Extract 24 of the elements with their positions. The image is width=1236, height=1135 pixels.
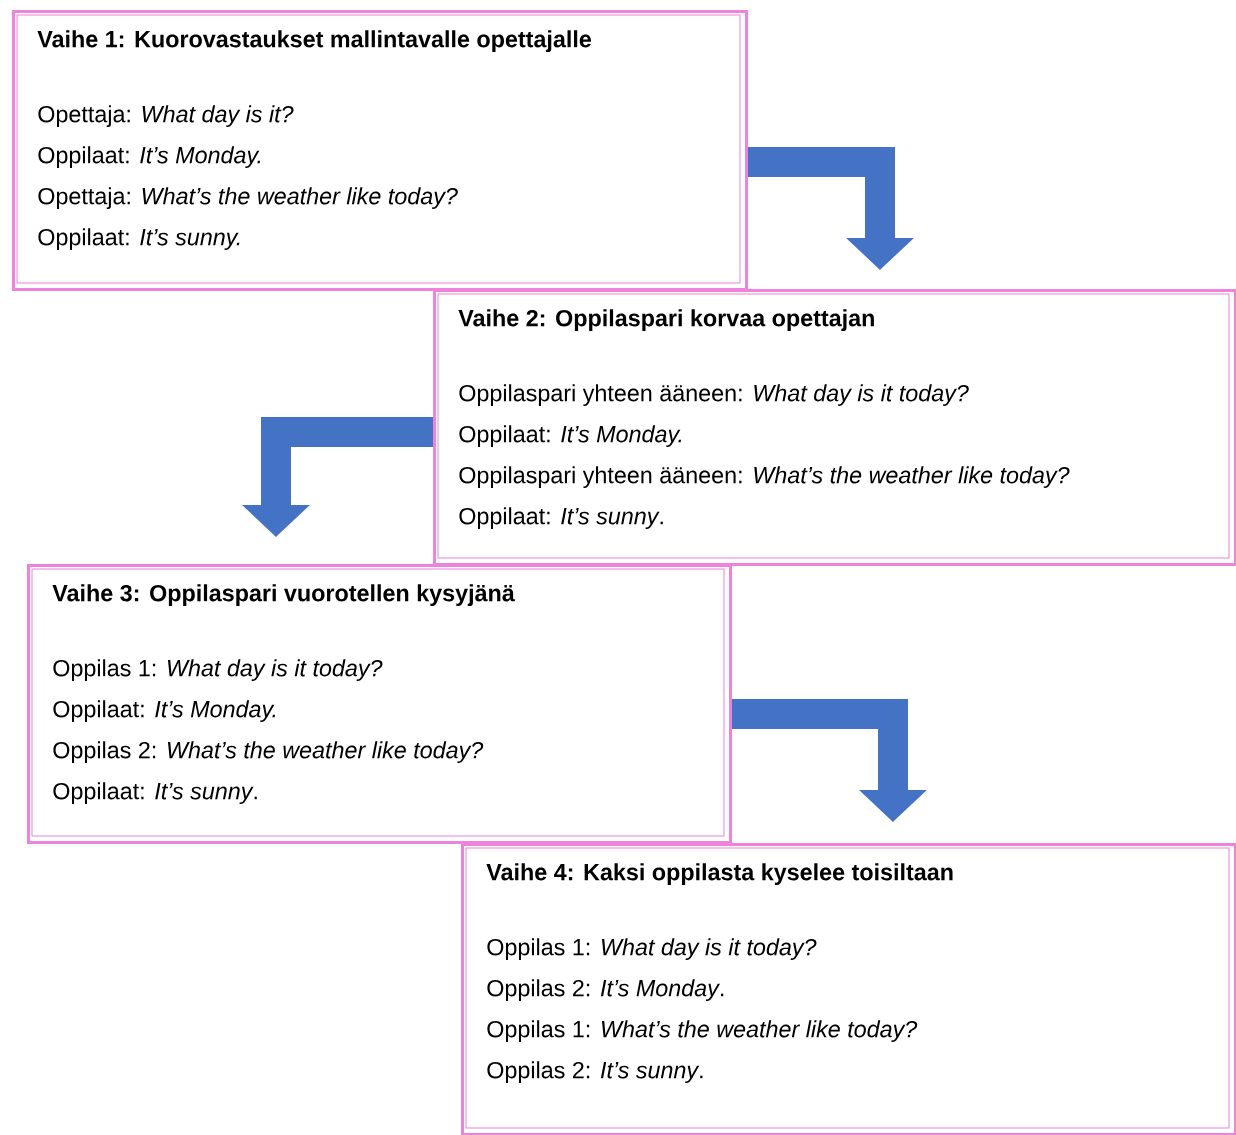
- dialogue-line: Oppilaat: It’s sunny.: [459, 507, 663, 529]
- dialogue-line: Oppilaat: It’s Monday.: [53, 700, 276, 722]
- dialogue-line: Oppilaspari yhteen ääneen: What’s the weather like today?: [459, 466, 1070, 488]
- dialogue-line: Oppilaat: It’s sunny.: [38, 228, 240, 250]
- step-box: [12, 10, 748, 291]
- dialogue-line: Oppilaat: It’s Monday.: [459, 425, 682, 447]
- step-box: [433, 289, 1236, 566]
- dialogue-line: Oppilas 2: It’s Monday.: [487, 979, 724, 1001]
- dialogue-line: Opettaja: What’s the weather like today?: [38, 187, 458, 209]
- dialogue-line: Opettaja: What day is it?: [38, 105, 294, 127]
- dialogue-line: Oppilaat: It’s Monday.: [38, 146, 261, 168]
- step-box: [27, 564, 732, 844]
- dialogue-line: Oppilas 2: It’s sunny.: [487, 1061, 703, 1083]
- dialogue-line: Oppilaspari yhteen ääneen: What day is it today?: [459, 384, 969, 406]
- dialogue-line: Oppilas 1: What’s the weather like today?: [487, 1020, 918, 1042]
- step-heading: Vaihe 4: Kaksi oppilasta kyselee toisiltaan: [486, 863, 953, 885]
- step-heading: Vaihe 1: Kuorovastaukset mallintavalle opettajalle: [37, 30, 592, 52]
- step-box: [461, 843, 1236, 1135]
- step-heading: Vaihe 3: Oppilaspari vuorotellen kysyjänä: [52, 584, 515, 606]
- dialogue-line: Oppilas 1: What day is it today?: [53, 659, 383, 681]
- dialogue-line: Oppilaat: It’s sunny.: [53, 782, 257, 804]
- dialogue-line: Oppilas 2: What’s the weather like today?: [53, 741, 484, 763]
- dialogue-line: Oppilas 1: What day is it today?: [487, 938, 817, 960]
- step-heading: Vaihe 2: Oppilaspari korvaa opettajan: [458, 309, 874, 331]
